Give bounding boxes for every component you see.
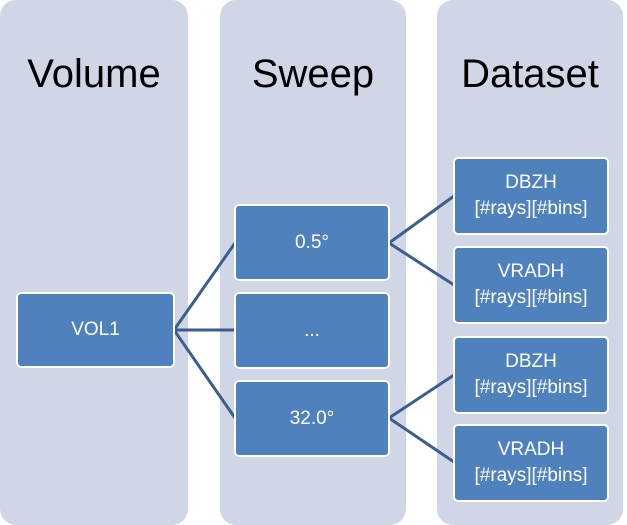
dataset-dims: [#rays][#bins]	[474, 198, 588, 219]
dataset-node: VRADH [#rays][#bins]	[453, 246, 609, 324]
sweep-column-title: Sweep	[251, 52, 375, 96]
dataset-dims: [#rays][#bins]	[474, 465, 588, 486]
volume-column-title: Volume	[27, 52, 161, 96]
volume-node-label: VOL1	[71, 319, 120, 340]
connector-sweep1-dataset1	[388, 194, 455, 245]
connector-vol1-sweep1	[172, 242, 237, 331]
dataset-name: DBZH	[505, 351, 557, 372]
sweep-node: ...	[234, 292, 390, 369]
connector-sweep3-dataset3	[388, 373, 455, 420]
dataset-name: DBZH	[505, 172, 557, 193]
connector-vol1-sweep3	[172, 329, 237, 419]
connector-sweep1-dataset2	[388, 241, 455, 287]
sweep-node: 0.5°	[234, 204, 390, 281]
sweep-node-label: 32.0°	[289, 407, 335, 429]
dataset-name: VRADH	[497, 261, 565, 282]
dataset-node: DBZH [#rays][#bins]	[453, 157, 609, 235]
dataset-node: DBZH [#rays][#bins]	[453, 336, 609, 414]
sweep-node-label: 0.5°	[294, 231, 329, 253]
volume-node: VOL1	[16, 292, 175, 368]
dataset-dims: [#rays][#bins]	[474, 377, 588, 398]
volume-column: Volume	[0, 0, 188, 525]
sweep-node: 32.0°	[234, 380, 390, 457]
sweep-node-label: ...	[304, 319, 320, 341]
connector-sweep3-dataset4	[388, 416, 455, 464]
dataset-column-title: Dataset	[461, 52, 599, 96]
dataset-node: VRADH [#rays][#bins]	[453, 424, 609, 502]
dataset-name: VRADH	[497, 439, 565, 460]
dataset-dims: [#rays][#bins]	[474, 287, 588, 308]
